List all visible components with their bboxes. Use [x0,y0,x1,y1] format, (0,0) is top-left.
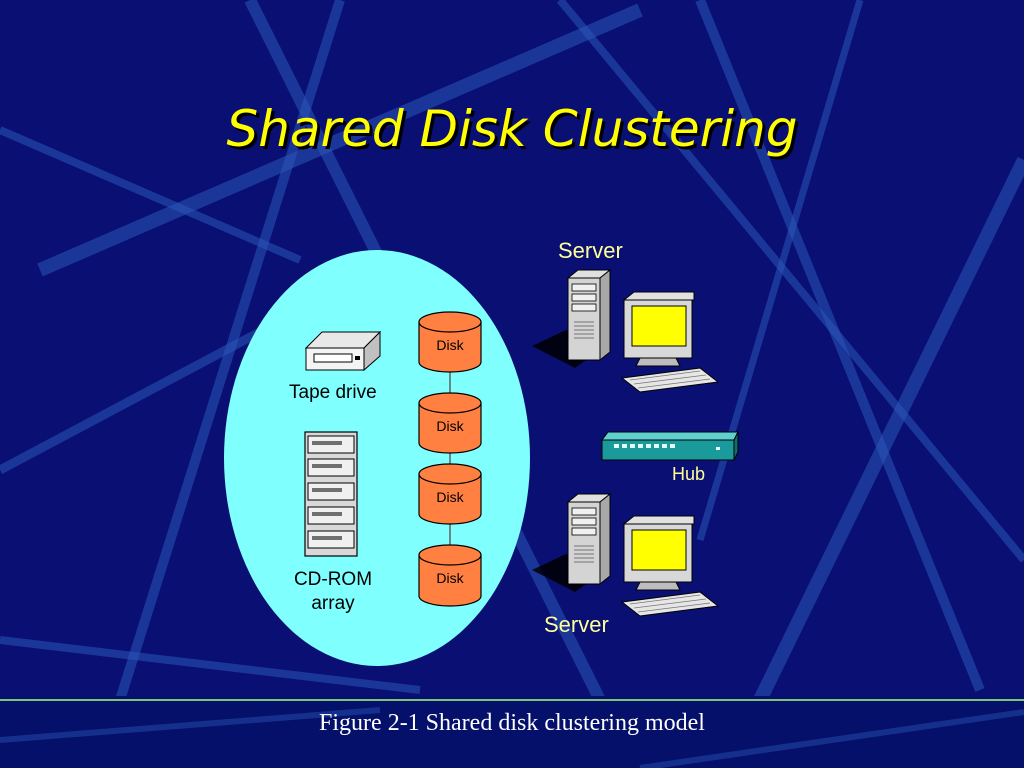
tape-drive-label: Tape drive [289,382,377,403]
disk-2-icon: Disk [418,392,482,454]
disk-3-label: Disk [436,489,464,505]
disk-2-label: Disk [436,418,464,434]
tape-drive-icon [304,330,382,372]
cdrom-array-label: CD-ROM array [278,568,388,616]
server-bottom-label: Server [544,612,609,637]
cdrom-label-line2: array [311,593,355,614]
figure-caption: Figure 2-1 Shared disk clustering model [319,710,705,736]
disk-1-label: Disk [436,337,464,353]
cdrom-array-icon [304,431,358,557]
slide-title: Shared Disk Clustering [226,100,798,158]
hub-label: Hub [672,464,706,484]
cdrom-label-line1: CD-ROM [293,569,373,590]
disk-4-label: Disk [436,570,464,586]
disk-3-icon: Disk [418,463,482,525]
server-bottom-icon [532,492,720,617]
server-top-icon [532,268,720,393]
disk-1-icon: Disk [418,311,482,373]
hub-icon [601,431,739,461]
server-top-label: Server [558,238,623,263]
disk-4-icon: Disk [418,544,482,607]
